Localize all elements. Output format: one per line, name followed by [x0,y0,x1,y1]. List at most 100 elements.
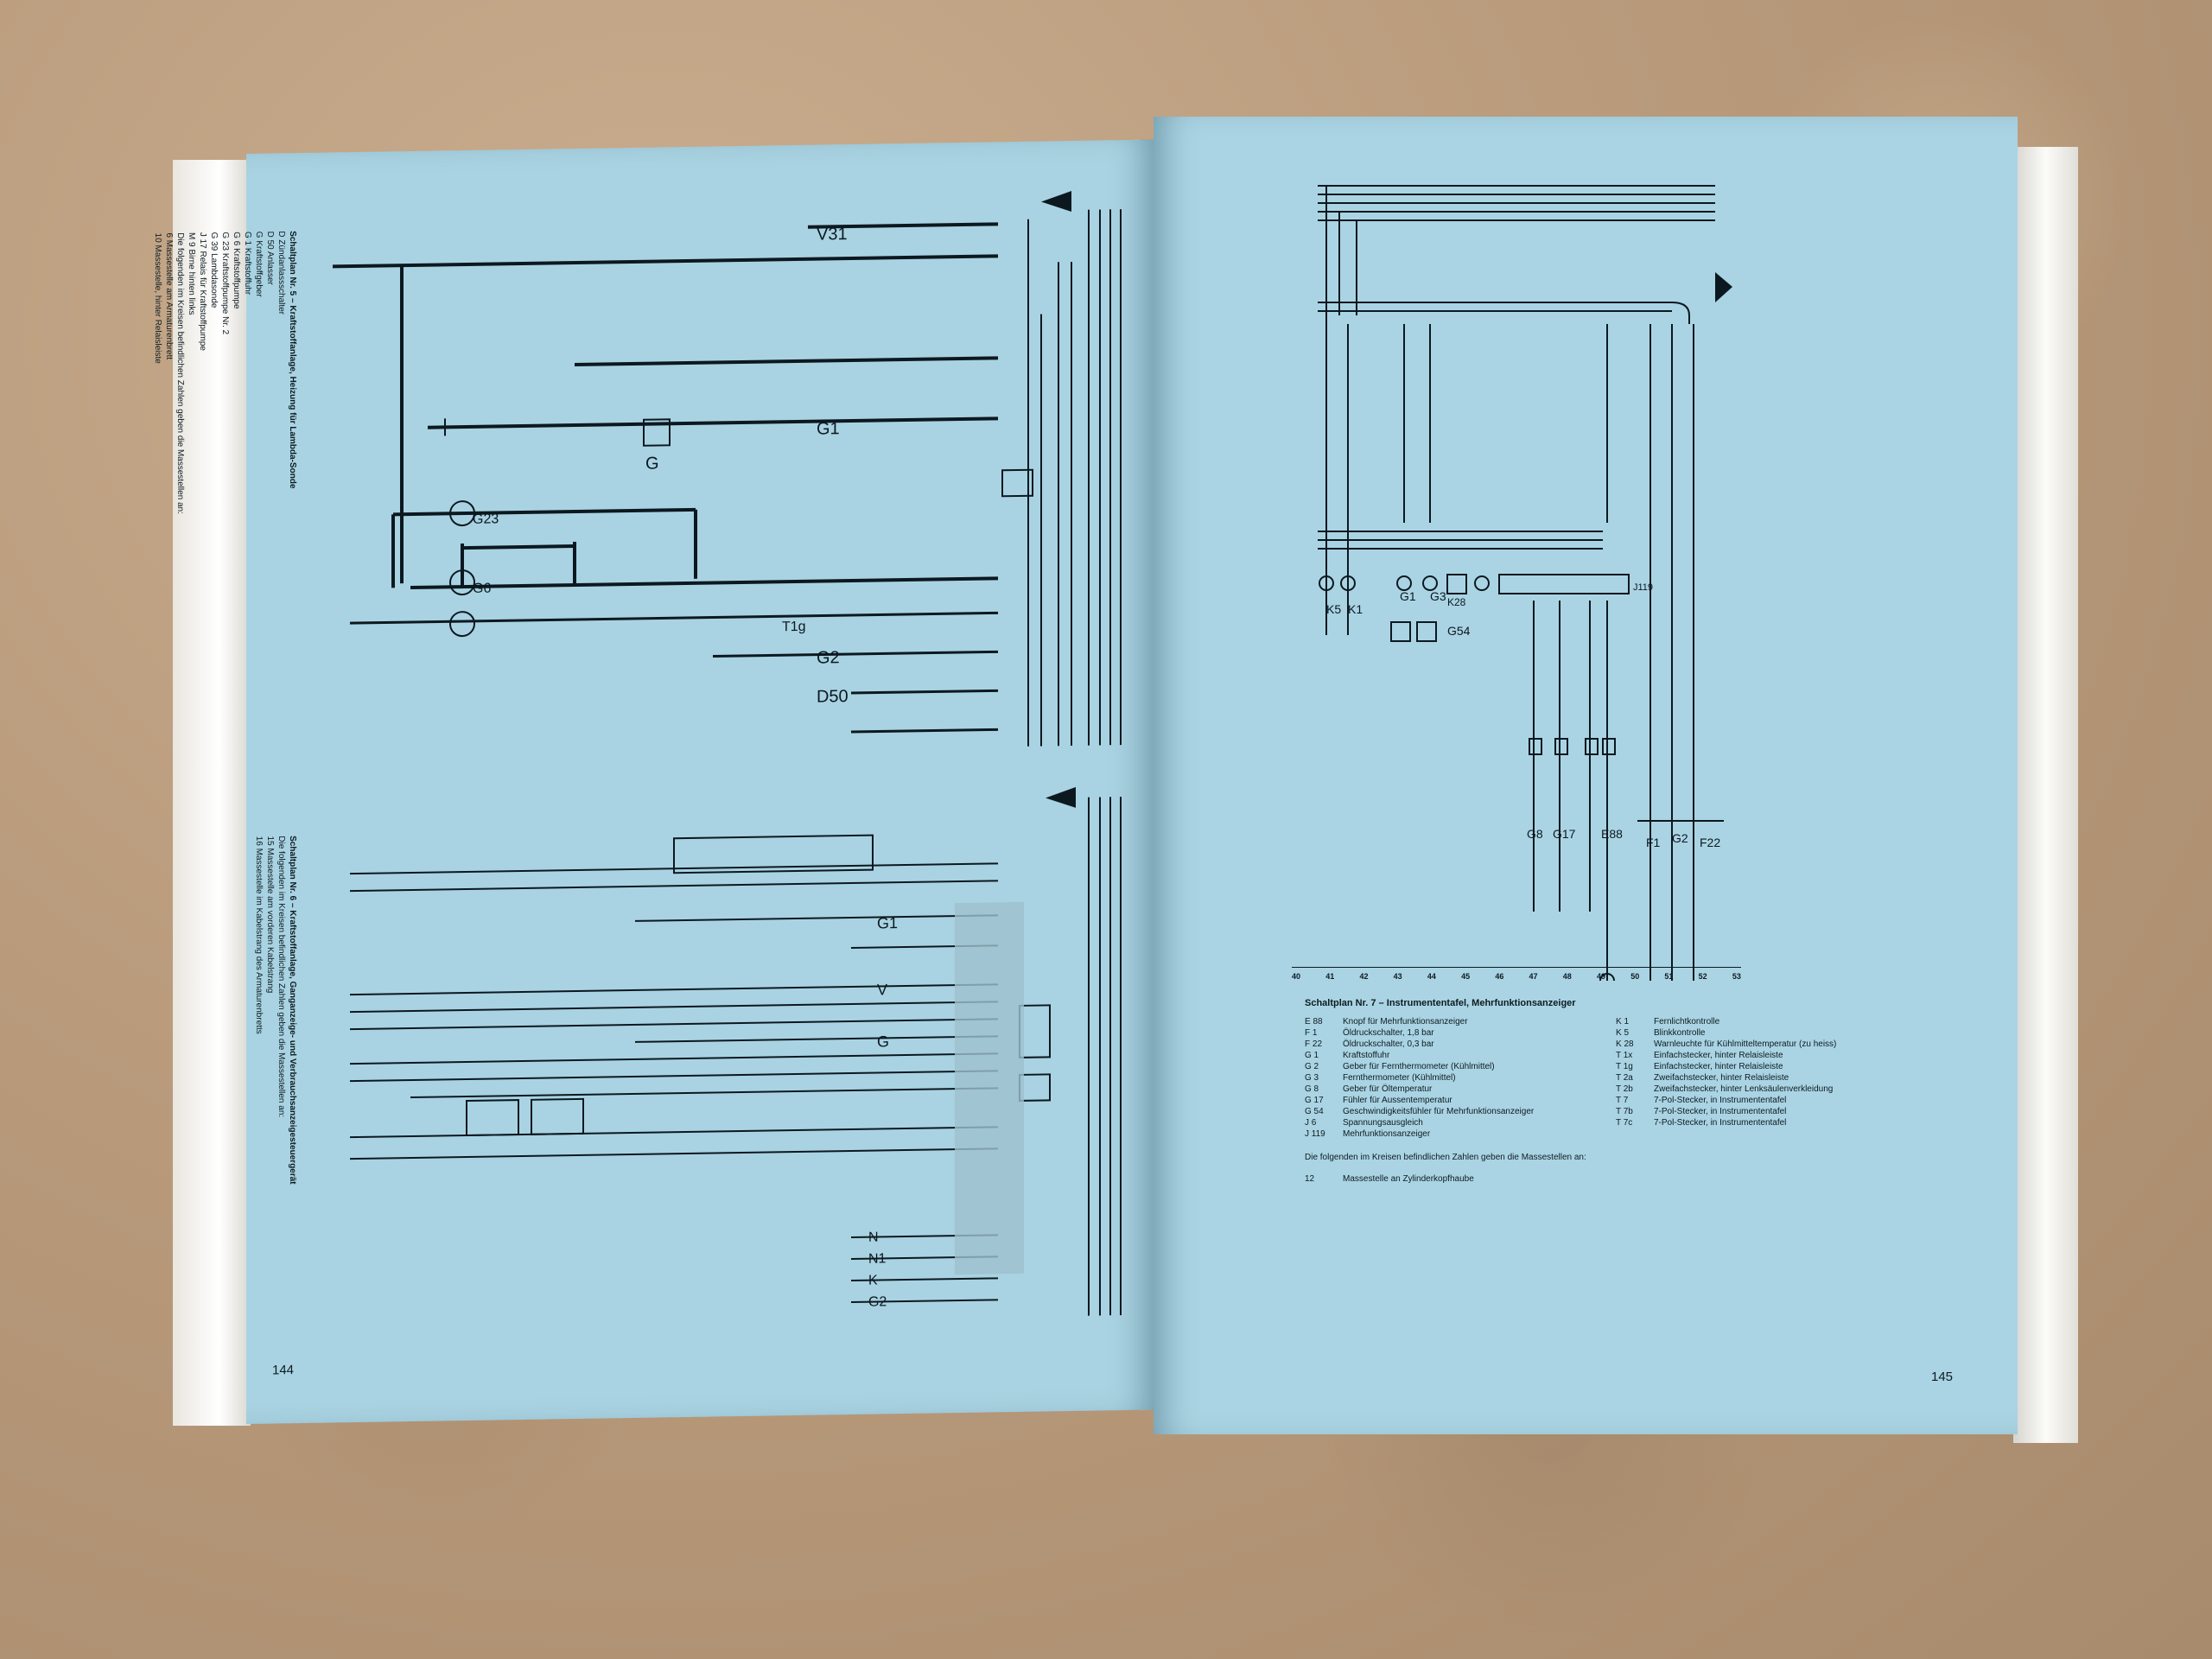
ground-line: 16 Massestelle im Kabelstrang des Armatu… [254,836,264,1034]
ground-text: Massestelle an Zylinderkopfhaube [1343,1174,1474,1184]
label-g23: G23 [473,512,499,526]
legend-row: J 6 Spannungsausgleich [1305,1117,1581,1128]
direction-arrow-icon [1046,786,1076,808]
diagram-shaded-area [955,901,1024,1275]
legend-text: 7-Pol-Stecker, in Instrumententafel [1654,1096,1787,1105]
ground-note: Die folgenden im Kreisen befindlichen Za… [276,836,286,1118]
legend-text: Fernthermometer (Kühlmittel) [1343,1073,1456,1083]
legend-code: T 7c [1616,1118,1633,1128]
label-n1: N1 [868,1251,887,1266]
right-wiring-diagram: K5 K1 G1 G3 K28 J119 G54 G8 G17 E88 F1 G… [1318,185,1732,998]
legend-code: G 17 [1305,1096,1324,1105]
legend-code: T 7 [1616,1096,1629,1105]
terminal-number: 46 [1495,972,1504,981]
legend-code: K 1 [1616,1017,1630,1027]
legend-code: G 3 [1305,1073,1319,1083]
ground-line: 6 Massestelle am Armaturenbrett [164,232,174,360]
legend-code: J 6 [1305,1118,1317,1128]
label-n: N [868,1230,879,1245]
legend-text: Spannungsausgleich [1343,1118,1423,1128]
legend-text: Mehrfunktionsanzeiger [1343,1129,1431,1139]
label-k28: K28 [1447,596,1466,608]
legend-text: Knopf für Mehrfunktionsanzeiger [1343,1017,1468,1027]
label-g1: G1 [1400,589,1416,603]
legend-text: Öldruckschalter, 1,8 bar [1343,1028,1434,1038]
schema5-title: Schaltplan Nr. 5 – Kraftstoffanlage, Hei… [288,231,297,489]
ground-line: 15 Massestelle am vorderen Kabelstrang [265,836,275,994]
legend-code: T 2a [1616,1073,1633,1083]
legend-text: Geber für Öltemperatur [1343,1084,1433,1094]
terminal-number: 50 [1630,972,1640,981]
legend-code: E 88 [1305,1017,1323,1027]
ground-note: Die folgenden im Kreisen befindlichen Za… [175,232,185,515]
terminal-number: 44 [1427,972,1436,981]
label-g6: G6 [473,582,491,596]
label-v31: V31 [817,225,848,245]
label-j119: J119 [1633,582,1653,593]
legend-row: K 1 Fernlichtkontrolle [1616,1016,1875,1027]
schema7-legend: Schaltplan Nr. 7 – Instrumententafel, Me… [1305,998,1910,1185]
label-f22: F22 [1700,836,1720,849]
label-g2: G2 [1672,831,1688,845]
legend-text: Zweifachstecker, hinter Relaisleiste [1654,1073,1789,1083]
legend-line: G 23 Kraftstoffpumpe Nr. 2 [220,232,230,335]
right-page: K5 K1 G1 G3 K28 J119 G54 G8 G17 E88 F1 G… [1154,117,2018,1434]
legend-code: K 5 [1616,1028,1630,1038]
terminal-number: 53 [1732,972,1741,981]
right-page-stack-edge [2013,147,2078,1443]
legend-text: Einfachstecker, hinter Relaisleiste [1654,1062,1783,1071]
label-g: G [645,454,659,473]
legend-row: G 2 Geber für Fernthermometer (Kühlmittel… [1305,1061,1581,1072]
left-page-stack-edge [173,160,251,1426]
legend-text: Warnleuchte für Kühlmitteltemperatur (zu… [1654,1039,1837,1049]
legend-text: 7-Pol-Stecker, in Instrumententafel [1654,1118,1787,1128]
label-g8: G8 [1527,827,1543,841]
legend-text: Blinkkontrolle [1654,1028,1706,1038]
terminal-number: 42 [1359,972,1369,981]
legend-row: T 7c 7-Pol-Stecker, in Instrumententafel [1616,1117,1875,1128]
legend-line: G 1 Kraftstoffuhr [243,231,252,296]
ground-row: 12 Massestelle an Zylinderkopfhaube [1305,1173,1910,1185]
legend-row: G 3 Fernthermometer (Kühlmittel) [1305,1072,1581,1084]
legend-code: G 1 [1305,1051,1319,1060]
label-t1g: T1g [782,620,806,634]
label-g1-bottom: G1 [877,914,898,931]
legend-line: J 17 Relais für Kraftstoffpumpe [198,232,207,351]
legend-text: Einfachstecker, hinter Relaisleiste [1654,1051,1783,1060]
legend-code: F 1 [1305,1028,1318,1038]
label-g3: G3 [1430,589,1446,603]
schema6-title: Schaltplan Nr. 6 – Kraftstoffanlage, Gan… [288,836,297,1185]
legend-row: T 7 7-Pol-Stecker, in Instrumententafel [1616,1095,1875,1106]
page-number-right: 145 [1931,1370,1954,1384]
terminal-number: 52 [1698,972,1707,981]
legend-code: T 1g [1616,1062,1633,1071]
legend-code: J 119 [1305,1129,1325,1139]
legend-row: K 5 Blinkkontrolle [1616,1027,1875,1039]
page-number-left: 144 [272,1363,295,1378]
left-wiring-diagram: V31 G1 G G23 G6 T1g G2 D50 G1 V G N N1 K… [333,190,1122,1316]
legend-row: F 1 Öldruckschalter, 1,8 bar [1305,1027,1581,1039]
legend-text: 7-Pol-Stecker, in Instrumententafel [1654,1107,1787,1116]
label-g17: G17 [1553,827,1576,841]
scale-line [1292,967,1741,968]
legend-row: T 2a Zweifachstecker, hinter Relaisleiste [1616,1072,1875,1084]
legend-text: Fernlichtkontrolle [1654,1017,1720,1027]
terminal-number-scale: 40 41 42 43 44 45 46 47 48 49 50 51 52 5… [1292,972,1741,981]
label-k1: K1 [1348,602,1363,616]
ground-code: 12 [1305,1174,1315,1184]
label-g2: G2 [817,648,840,667]
legend-text: Geber für Fernthermometer (Kühlmittel) [1343,1062,1495,1071]
legend-code: G 2 [1305,1062,1319,1071]
legend-column-left: E 88 Knopf für Mehrfunktionsanzeiger F 1 Ö… [1305,1016,1581,1140]
legend-text: Zweifachstecker, hinter Lenksäulenverkle… [1654,1084,1834,1094]
label-k: K [868,1274,878,1288]
legend-code: G 54 [1305,1107,1324,1116]
